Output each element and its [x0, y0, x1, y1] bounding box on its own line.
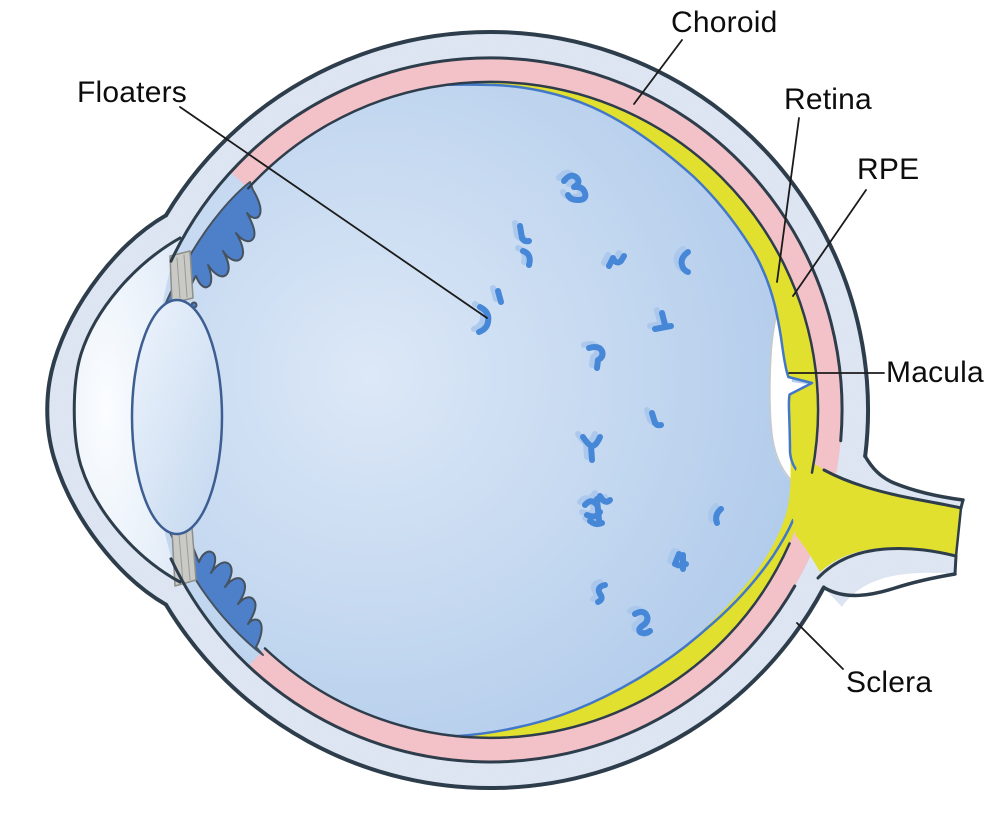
label-sclera: Sclera	[846, 666, 933, 699]
cornea-body	[47, 215, 180, 605]
zonule-lower	[171, 526, 197, 587]
dark-outlines	[45, 29, 965, 791]
cornea-outer-line	[45, 213, 168, 607]
label-retina: Retina	[784, 83, 872, 116]
choroid-retina-line	[246, 80, 820, 740]
leader-lines	[179, 39, 885, 670]
label-choroid: Choroid	[671, 6, 778, 39]
choroid-layer	[230, 57, 843, 762]
optic-nerve-core	[792, 455, 961, 572]
vitreous-body	[138, 58, 842, 762]
retina-inner-line	[446, 83, 844, 738]
sheath-bottom-line	[822, 572, 957, 598]
sclera-choroid-line	[169, 56, 844, 764]
lens	[130, 298, 224, 536]
floater	[498, 291, 501, 302]
nerve-core-bottom-line	[816, 547, 958, 580]
floaters-leader-line	[179, 106, 488, 319]
optic-nerve	[792, 455, 963, 607]
ilm-line-lower	[454, 518, 795, 738]
nerve-core-end-line	[954, 506, 963, 558]
zonule-line	[176, 254, 188, 299]
posterior-hyaloid-line	[769, 299, 792, 481]
nerve-core-top-line	[822, 468, 963, 510]
cornea-inner-line	[72, 236, 182, 584]
sheath-top-line	[863, 454, 965, 502]
zonule-line	[178, 531, 191, 583]
sclera-leader-line	[796, 622, 844, 670]
choroid-leader-line	[633, 39, 683, 105]
zonule-fiber-lines	[176, 254, 191, 583]
zonule-upper	[169, 250, 194, 304]
rpe-leader-line	[792, 189, 867, 297]
ilm-line-upper	[446, 83, 844, 492]
label-macula: Macula	[886, 356, 984, 389]
floater	[675, 554, 686, 569]
globe-outline	[164, 29, 871, 791]
label-floaters: Floaters	[77, 76, 187, 109]
label-rpe: RPE	[857, 153, 920, 186]
retina-leader-line	[776, 117, 800, 283]
